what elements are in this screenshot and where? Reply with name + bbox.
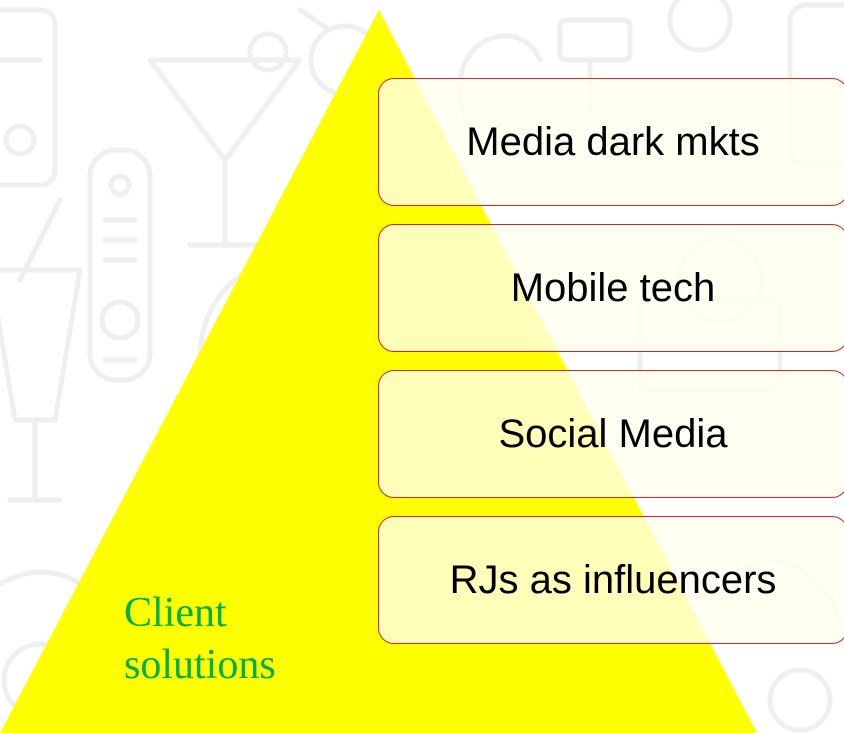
pyramid-label-line2: solutions	[124, 642, 276, 688]
box-label: Media dark mkts	[466, 119, 760, 164]
box-rjs-as-influencers: RJs as influencers	[378, 516, 844, 644]
box-label: RJs as influencers	[449, 557, 777, 602]
pyramid-label: Client solutions	[124, 587, 276, 691]
box-social-media: Social Media	[378, 370, 844, 498]
pyramid-label-line1: Client	[124, 590, 227, 636]
box-media-dark-mkts: Media dark mkts	[378, 78, 844, 206]
box-label: Mobile tech	[510, 265, 716, 310]
box-mobile-tech: Mobile tech	[378, 224, 844, 352]
box-label: Social Media	[498, 411, 728, 456]
